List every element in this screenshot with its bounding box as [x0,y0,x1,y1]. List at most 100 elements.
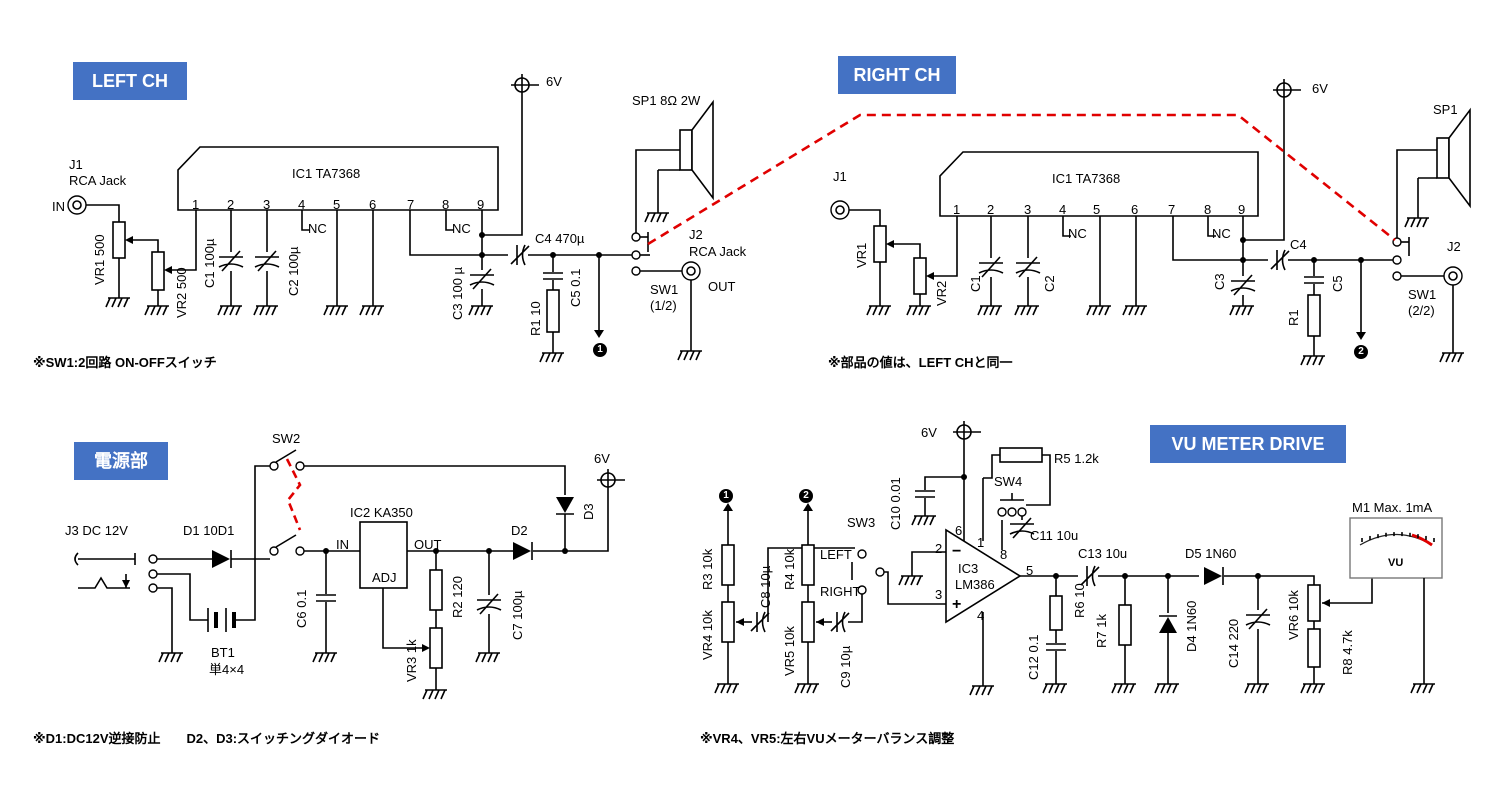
left-pin-5: 5 [333,197,341,212]
wire [635,149,680,233]
terminal [1392,255,1402,265]
diode [1204,567,1222,585]
section-right-ch: RIGHT CH [838,56,956,94]
left-j2-label: J2 [689,227,703,242]
ground-hatch [910,575,916,586]
power-bt1-label: BT1 [211,645,235,660]
power-in-label: IN [336,537,349,552]
ground-hatch [1128,305,1134,316]
left-ic1-label: IC1 TA7368 [292,166,361,181]
ground-hatch [539,352,545,363]
wire [157,587,173,645]
vr1-label: VR1 500 [92,234,107,285]
ground-hatch [644,212,650,223]
ground-hatch [1312,683,1318,694]
ground-hatch [987,685,993,696]
ground-hatch [1422,217,1428,228]
ground-hatch [1300,355,1306,366]
ic2-body [359,521,408,589]
ground-hatch [884,305,890,316]
diode [1159,617,1177,633]
right-vcc-label: 6V [1312,81,1328,96]
ground-hatch [1247,305,1253,316]
ic3-body [945,528,1022,624]
r4-label: R4 10k [782,548,797,590]
wire [848,593,863,623]
right-pin-6: 6 [1131,202,1139,217]
ground-hatch [662,212,668,223]
ic1-body-left [177,146,499,211]
capacitor-slash [1233,274,1253,296]
ground-hatch [1445,352,1451,363]
vu-pin-8: 8 [1000,547,1008,562]
terminal [997,507,1007,517]
left-pin-2: 2 [227,197,235,212]
capacitor-plate-curved [254,263,280,268]
vu-meter-text: VU [1388,557,1403,569]
section-vu-meter: VU METER DRIVE [1150,425,1346,463]
right-pin-5: 5 [1093,202,1101,217]
c1-label: C1 100µ [202,238,217,288]
right-ic1-label: IC1 TA7368 [1052,171,1121,186]
ground-hatch [906,305,912,316]
ground-hatch [468,305,474,316]
vr2-label-r: VR2 [934,281,949,306]
right-c4-label: C4 [1290,237,1307,252]
c1-label-r: C1 [968,275,983,292]
ground-hatch [428,689,434,700]
power-bt1-spec: 単4×4 [209,662,245,677]
terminal [857,585,867,595]
r3-label: R3 10k [700,548,715,590]
right-pin-8: 8 [1204,202,1212,217]
vr6-label: VR6 10k [1286,590,1301,640]
power-d2-label: D2 [511,523,528,538]
capacitor-slash [750,612,770,632]
ground-hatch [117,297,123,308]
left-sp1-label: SP1 8Ω 2W [632,93,701,108]
ground-hatch [1229,305,1235,316]
vu-right-label: RIGHT [820,584,861,599]
ground-hatch [924,305,930,316]
ground-hatch [223,305,229,316]
resistor [546,289,560,333]
right-pin-4: 4 [1059,202,1067,217]
capacitor-slash [257,250,277,272]
capacitor-slash [1248,608,1268,630]
resistor [429,627,443,669]
left-sw1-label: SW1 [650,282,679,297]
power-out-label: OUT [414,537,442,552]
resistor [112,221,126,259]
r7-label: R7 1k [1094,614,1109,648]
ground-hatch [545,352,551,363]
diode [513,542,531,560]
vr1-wiper-arrow [125,236,133,244]
ground-hatch [335,305,341,316]
ground-hatch [557,352,563,363]
wire [884,571,946,605]
ground-hatch [929,515,935,526]
section-power: 電源部 [74,442,168,480]
arrow-head [594,330,604,338]
ground-hatch [726,683,732,694]
ground-hatch [359,305,365,316]
resistor [913,257,927,295]
vu-c13-label: C13 10u [1078,546,1128,561]
vr2-label: VR2 500 [174,267,189,318]
r1-label: R1 10 [528,301,543,336]
vu-meter-red-zone [1411,533,1433,547]
vr3-wiper-arrow [422,644,430,652]
terminal [295,461,305,471]
right-sw1-pole: (2/2) [1408,303,1435,318]
power-vcc-label: 6V [594,451,610,466]
rca-center [72,200,82,210]
resistor [1118,604,1132,646]
ground-hatch [493,652,499,663]
vu-sw4-label: SW4 [994,474,1023,489]
vr1-label-r: VR1 [854,243,869,268]
ground-hatch [170,652,176,663]
note-diodes: ※D1:DC12V逆接防止 D2、D3:スイッチングダイオード [33,731,381,746]
ground-hatch [487,652,493,663]
ground-hatch [1129,683,1135,694]
resistor [1307,628,1321,668]
arrow-head [723,503,733,511]
